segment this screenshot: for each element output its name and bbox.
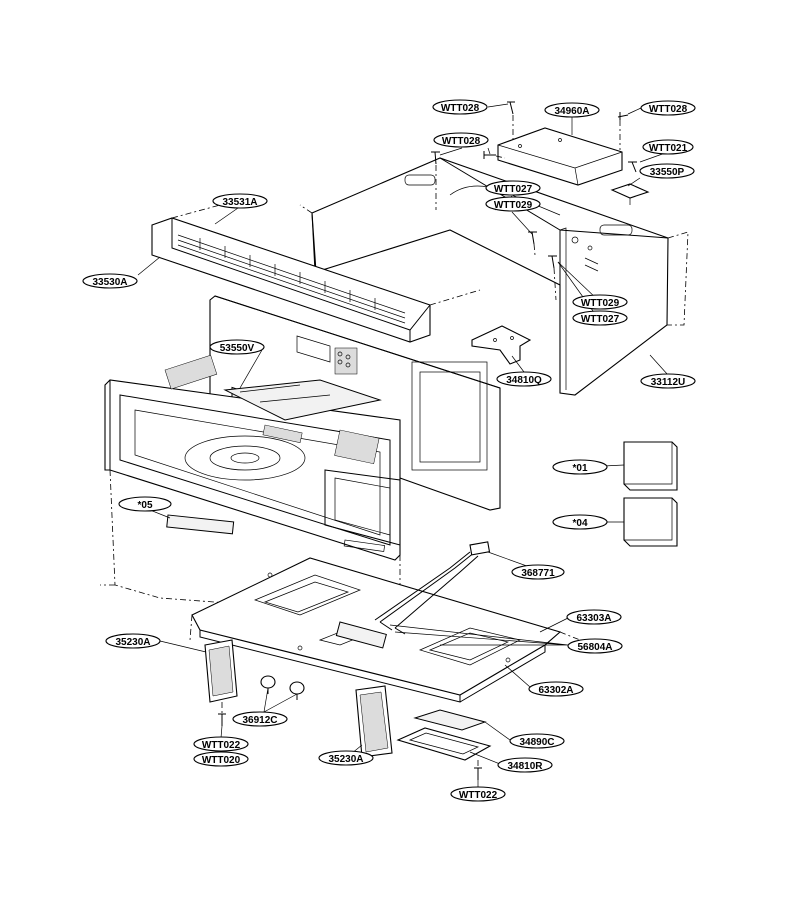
- callout-text: WTT027: [581, 314, 620, 325]
- bottom-screws: [218, 713, 482, 780]
- callout-text: WTT022: [202, 740, 241, 751]
- callout-wtt028-b: WTT028: [640, 100, 696, 116]
- manual-01: [623, 441, 678, 491]
- callout-text: 33112U: [651, 377, 685, 388]
- callout-text: WTT028: [649, 104, 688, 115]
- callout-text: 34810R: [507, 761, 543, 772]
- top-plate-34960a: [497, 127, 623, 186]
- callout-63302a: 63302A: [528, 681, 584, 697]
- callout-36912c: 36912C: [232, 711, 288, 727]
- callout-wtt029-b: WTT029: [572, 294, 628, 310]
- callout-wtt028-a: WTT028: [432, 99, 488, 115]
- callout-wtt020: WTT020: [193, 751, 249, 767]
- callout-text: WTT027: [494, 184, 533, 195]
- callout-text: 368771: [521, 568, 555, 579]
- callout-33530a: 33530A: [82, 273, 138, 289]
- callout-text: 34960A: [554, 106, 589, 117]
- callout-text: WTT021: [649, 143, 688, 154]
- filter-left-35230a: [204, 639, 238, 703]
- callout-33550p: 33550P: [639, 163, 695, 179]
- callout-56804a: 56804A: [567, 638, 623, 654]
- callout-wtt029-a: WTT029: [485, 196, 541, 212]
- callout-text: 63302A: [538, 685, 573, 696]
- callout-33531a: 33531A: [212, 193, 268, 209]
- callout-text: *01: [572, 463, 587, 474]
- callout-53550v: 53550V: [209, 339, 265, 355]
- callout-text: WTT020: [202, 755, 241, 766]
- callout-368771: 368771: [511, 564, 565, 580]
- outer-case-33112u: [311, 157, 669, 396]
- callout-wtt027-a: WTT027: [485, 180, 541, 196]
- callout-wtt028-c: WTT028: [433, 132, 489, 148]
- callout-63303a: 63303A: [566, 609, 622, 625]
- callout-text: 34890C: [519, 737, 554, 748]
- callout-text: *05: [137, 500, 152, 511]
- filter-right-35230a: [355, 685, 393, 758]
- callout-01: *01: [552, 459, 608, 475]
- callout-34960a: 34960A: [544, 102, 600, 118]
- callout-text: WTT028: [441, 103, 480, 114]
- callout-text: 33550P: [650, 167, 685, 178]
- callout-text: 63303A: [576, 613, 611, 624]
- callout-text: 56804A: [577, 642, 612, 653]
- callout-34890c: 34890C: [509, 733, 565, 749]
- callout-wtt021: WTT021: [642, 139, 694, 155]
- callout-34810q: 34810Q: [496, 371, 552, 387]
- callout-text: 33531A: [222, 197, 257, 208]
- callout-text: *04: [572, 518, 587, 529]
- callout-05: *05: [118, 496, 172, 512]
- callout-text: 36912C: [242, 715, 277, 726]
- callout-text: WTT029: [581, 298, 620, 309]
- cover-34810r: [396, 727, 492, 761]
- manual-04: [623, 497, 678, 547]
- callout-text: WTT022: [459, 790, 498, 801]
- callout-04: *04: [552, 514, 608, 530]
- bracket-33550p: [610, 183, 650, 205]
- callout-wtt022-b: WTT022: [450, 786, 506, 802]
- callout-text: 33530A: [92, 277, 127, 288]
- callout-text: WTT028: [442, 136, 481, 147]
- callout-text: 35230A: [328, 754, 363, 765]
- callout-34810r: 34810R: [497, 757, 553, 773]
- callout-text: 35230A: [115, 637, 150, 648]
- base-plate-63303a: [191, 557, 562, 703]
- bulbs-36912c: [260, 675, 305, 700]
- bracket-34810q: [471, 325, 532, 365]
- top-screws: [431, 101, 637, 269]
- callout-text: WTT029: [494, 200, 533, 211]
- front-grille-33530a: [151, 204, 481, 343]
- wire-harness: [335, 541, 491, 649]
- callout-35230a-a: 35230A: [105, 633, 161, 649]
- callouts: WTT028 34960A WTT028 WTT028 WTT021 33550…: [82, 99, 696, 802]
- callout-text: 34810Q: [506, 375, 542, 386]
- callout-wtt022-a: WTT022: [193, 736, 249, 752]
- front-frame: [104, 354, 401, 561]
- callout-wtt027-b: WTT027: [572, 310, 628, 326]
- panel-strip-05: [166, 514, 235, 535]
- cover-34890c: [413, 709, 487, 731]
- callout-33112u: 33112U: [640, 373, 696, 389]
- callout-text: 53550V: [220, 343, 255, 354]
- callout-35230a-b: 35230A: [318, 750, 374, 766]
